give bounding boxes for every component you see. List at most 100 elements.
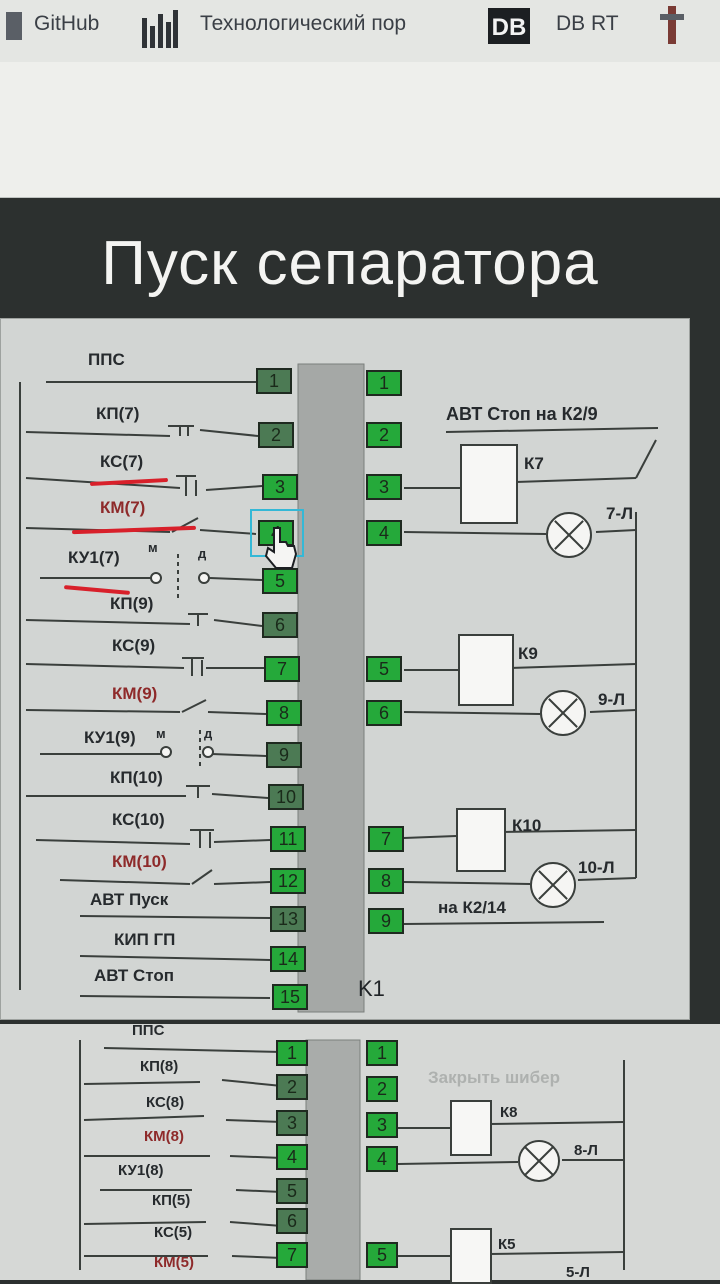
contact-label-ku18: КУ1(8) [118, 1162, 164, 1179]
contact-label-ku17: КУ1(7) [68, 548, 120, 567]
contact-label-ks7: КС(7) [100, 452, 144, 471]
hover-highlight [250, 509, 304, 557]
relay-label-k5: К5 [498, 1236, 516, 1253]
terminal2-right-1[interactable]: 1 [366, 1040, 398, 1066]
terminal-left-9[interactable]: 9 [266, 742, 302, 768]
contact-label-ks5: КС(5) [154, 1224, 193, 1241]
selector-switch-dots [150, 572, 214, 758]
contact-label-km7: КМ(7) [100, 498, 146, 517]
terminal-right-2[interactable]: 2 [366, 422, 402, 448]
terminal-right-8[interactable]: 8 [368, 868, 404, 894]
terminal-left-3[interactable]: 3 [262, 474, 298, 500]
contact-label-ks8: КС(8) [146, 1094, 185, 1111]
relay-coil-k9 [458, 634, 514, 706]
github-icon[interactable] [2, 6, 28, 51]
bookmark-db-rt[interactable]: DB RT [556, 12, 619, 35]
left-wires-2 [83, 1047, 283, 1259]
k1-block [297, 363, 365, 1013]
contact-label-pps: ППС [88, 350, 125, 369]
lamp-label-5: 5-Л [566, 1264, 590, 1281]
k1-label: K1 [358, 976, 385, 1001]
terminal2-left-1[interactable]: 1 [276, 1040, 308, 1066]
lamp-icon-8 [518, 1140, 560, 1182]
lamp-label-9: 9-Л [598, 690, 626, 709]
terminal-left-14[interactable]: 14 [270, 946, 306, 972]
chart-icon[interactable] [140, 6, 180, 57]
terminal-left-15[interactable]: 15 [272, 984, 308, 1010]
contact-label-kp5: КП(5) [152, 1192, 191, 1209]
terminal2-right-4[interactable]: 4 [366, 1146, 398, 1172]
relay-coil-k8 [450, 1100, 492, 1156]
terminal-left-6[interactable]: 6 [262, 612, 298, 638]
contact-label-pps-2: ППС [132, 1022, 165, 1039]
terminal-left-1[interactable]: 1 [256, 368, 292, 394]
relay-label-k8: К8 [500, 1104, 518, 1121]
terminal-right-9[interactable]: 9 [368, 908, 404, 934]
contact-label-km9: КМ(9) [112, 684, 158, 703]
terminal-left-13[interactable]: 13 [270, 906, 306, 932]
terminal2-left-6[interactable]: 6 [276, 1208, 308, 1234]
terminal-right-6[interactable]: 6 [366, 700, 402, 726]
terminal-left-5[interactable]: 5 [262, 568, 298, 594]
terminal2-right-3[interactable]: 3 [366, 1112, 398, 1138]
relay-label-k9: К9 [518, 644, 538, 663]
terminal2-left-4[interactable]: 4 [276, 1144, 308, 1170]
terminal2-left-2[interactable]: 2 [276, 1074, 308, 1100]
terminal-right-3[interactable]: 3 [366, 474, 402, 500]
terminal2-left-3[interactable]: 3 [276, 1110, 308, 1136]
switch-mark-m: м [156, 726, 166, 741]
page-header-area [0, 62, 720, 198]
terminal-left-12[interactable]: 12 [270, 868, 306, 894]
bookmarks-bar: GitHub Технологический пор DB DB RT [0, 0, 720, 63]
terminal-right-5[interactable]: 5 [366, 656, 402, 682]
terminal-right-1[interactable]: 1 [366, 370, 402, 396]
terminal2-left-7[interactable]: 7 [276, 1242, 308, 1268]
contact-label-ku19: КУ1(9) [84, 728, 136, 747]
bookmark-github[interactable]: GitHub [34, 12, 100, 35]
switch-mark-m: м [148, 540, 158, 555]
right-wires-2 [397, 1121, 625, 1257]
switch-mark-d: д [204, 726, 213, 741]
contact-label-kip-gp: КИП ГП [114, 930, 176, 949]
contact-label-kp8: КП(8) [140, 1058, 179, 1075]
left-wires [25, 381, 271, 999]
damper-label: Закрыть шибер [428, 1068, 560, 1087]
lamp-icon-9 [540, 690, 586, 736]
contact-symbols [168, 425, 214, 848]
to-k2-label: на К2/14 [438, 898, 506, 917]
relay-coil-k5 [450, 1228, 492, 1284]
terminal-left-2[interactable]: 2 [258, 422, 294, 448]
contact-label-avt-stop: АВТ Стоп [94, 966, 175, 985]
relay-label-k7: К7 [524, 454, 544, 473]
contact-label-kp7: КП(7) [96, 404, 140, 423]
db-glyph: DB [492, 14, 527, 41]
terminal2-left-5[interactable]: 5 [276, 1178, 308, 1204]
contact-label-kp9: КП(9) [110, 594, 154, 613]
terminal-left-8[interactable]: 8 [266, 700, 302, 726]
terminal2-right-5[interactable]: 5 [366, 1242, 398, 1268]
page-title: Пуск сепаратора [101, 229, 599, 298]
terminal2-right-2[interactable]: 2 [366, 1076, 398, 1102]
terminal-left-11[interactable]: 11 [270, 826, 306, 852]
switch-mark-d: д [198, 546, 207, 561]
db-icon[interactable]: DB [488, 8, 530, 49]
k5-block [305, 1039, 361, 1280]
lamp-icon-10 [530, 862, 576, 908]
contact-label-avt-pusk: АВТ Пуск [90, 890, 169, 909]
terminal-left-10[interactable]: 10 [268, 784, 304, 810]
contact-label-ks9: КС(9) [112, 636, 156, 655]
terminal-right-7[interactable]: 7 [368, 826, 404, 852]
contact-label-km5: КМ(5) [154, 1254, 194, 1271]
relay-coil-k10 [456, 808, 506, 872]
contact-label-km10: КМ(10) [112, 852, 167, 871]
terminal-left-7[interactable]: 7 [264, 656, 300, 682]
lamp-icon-7 [546, 512, 592, 558]
right-wires [403, 427, 659, 925]
lamp-label-7: 7-Л [606, 504, 634, 523]
relay-coil-k7 [460, 444, 518, 524]
terminal-right-4[interactable]: 4 [366, 520, 402, 546]
tool-icon[interactable] [656, 4, 692, 53]
contact-label-km8: КМ(8) [144, 1128, 184, 1145]
bookmark-tech[interactable]: Технологический пор [200, 12, 407, 35]
